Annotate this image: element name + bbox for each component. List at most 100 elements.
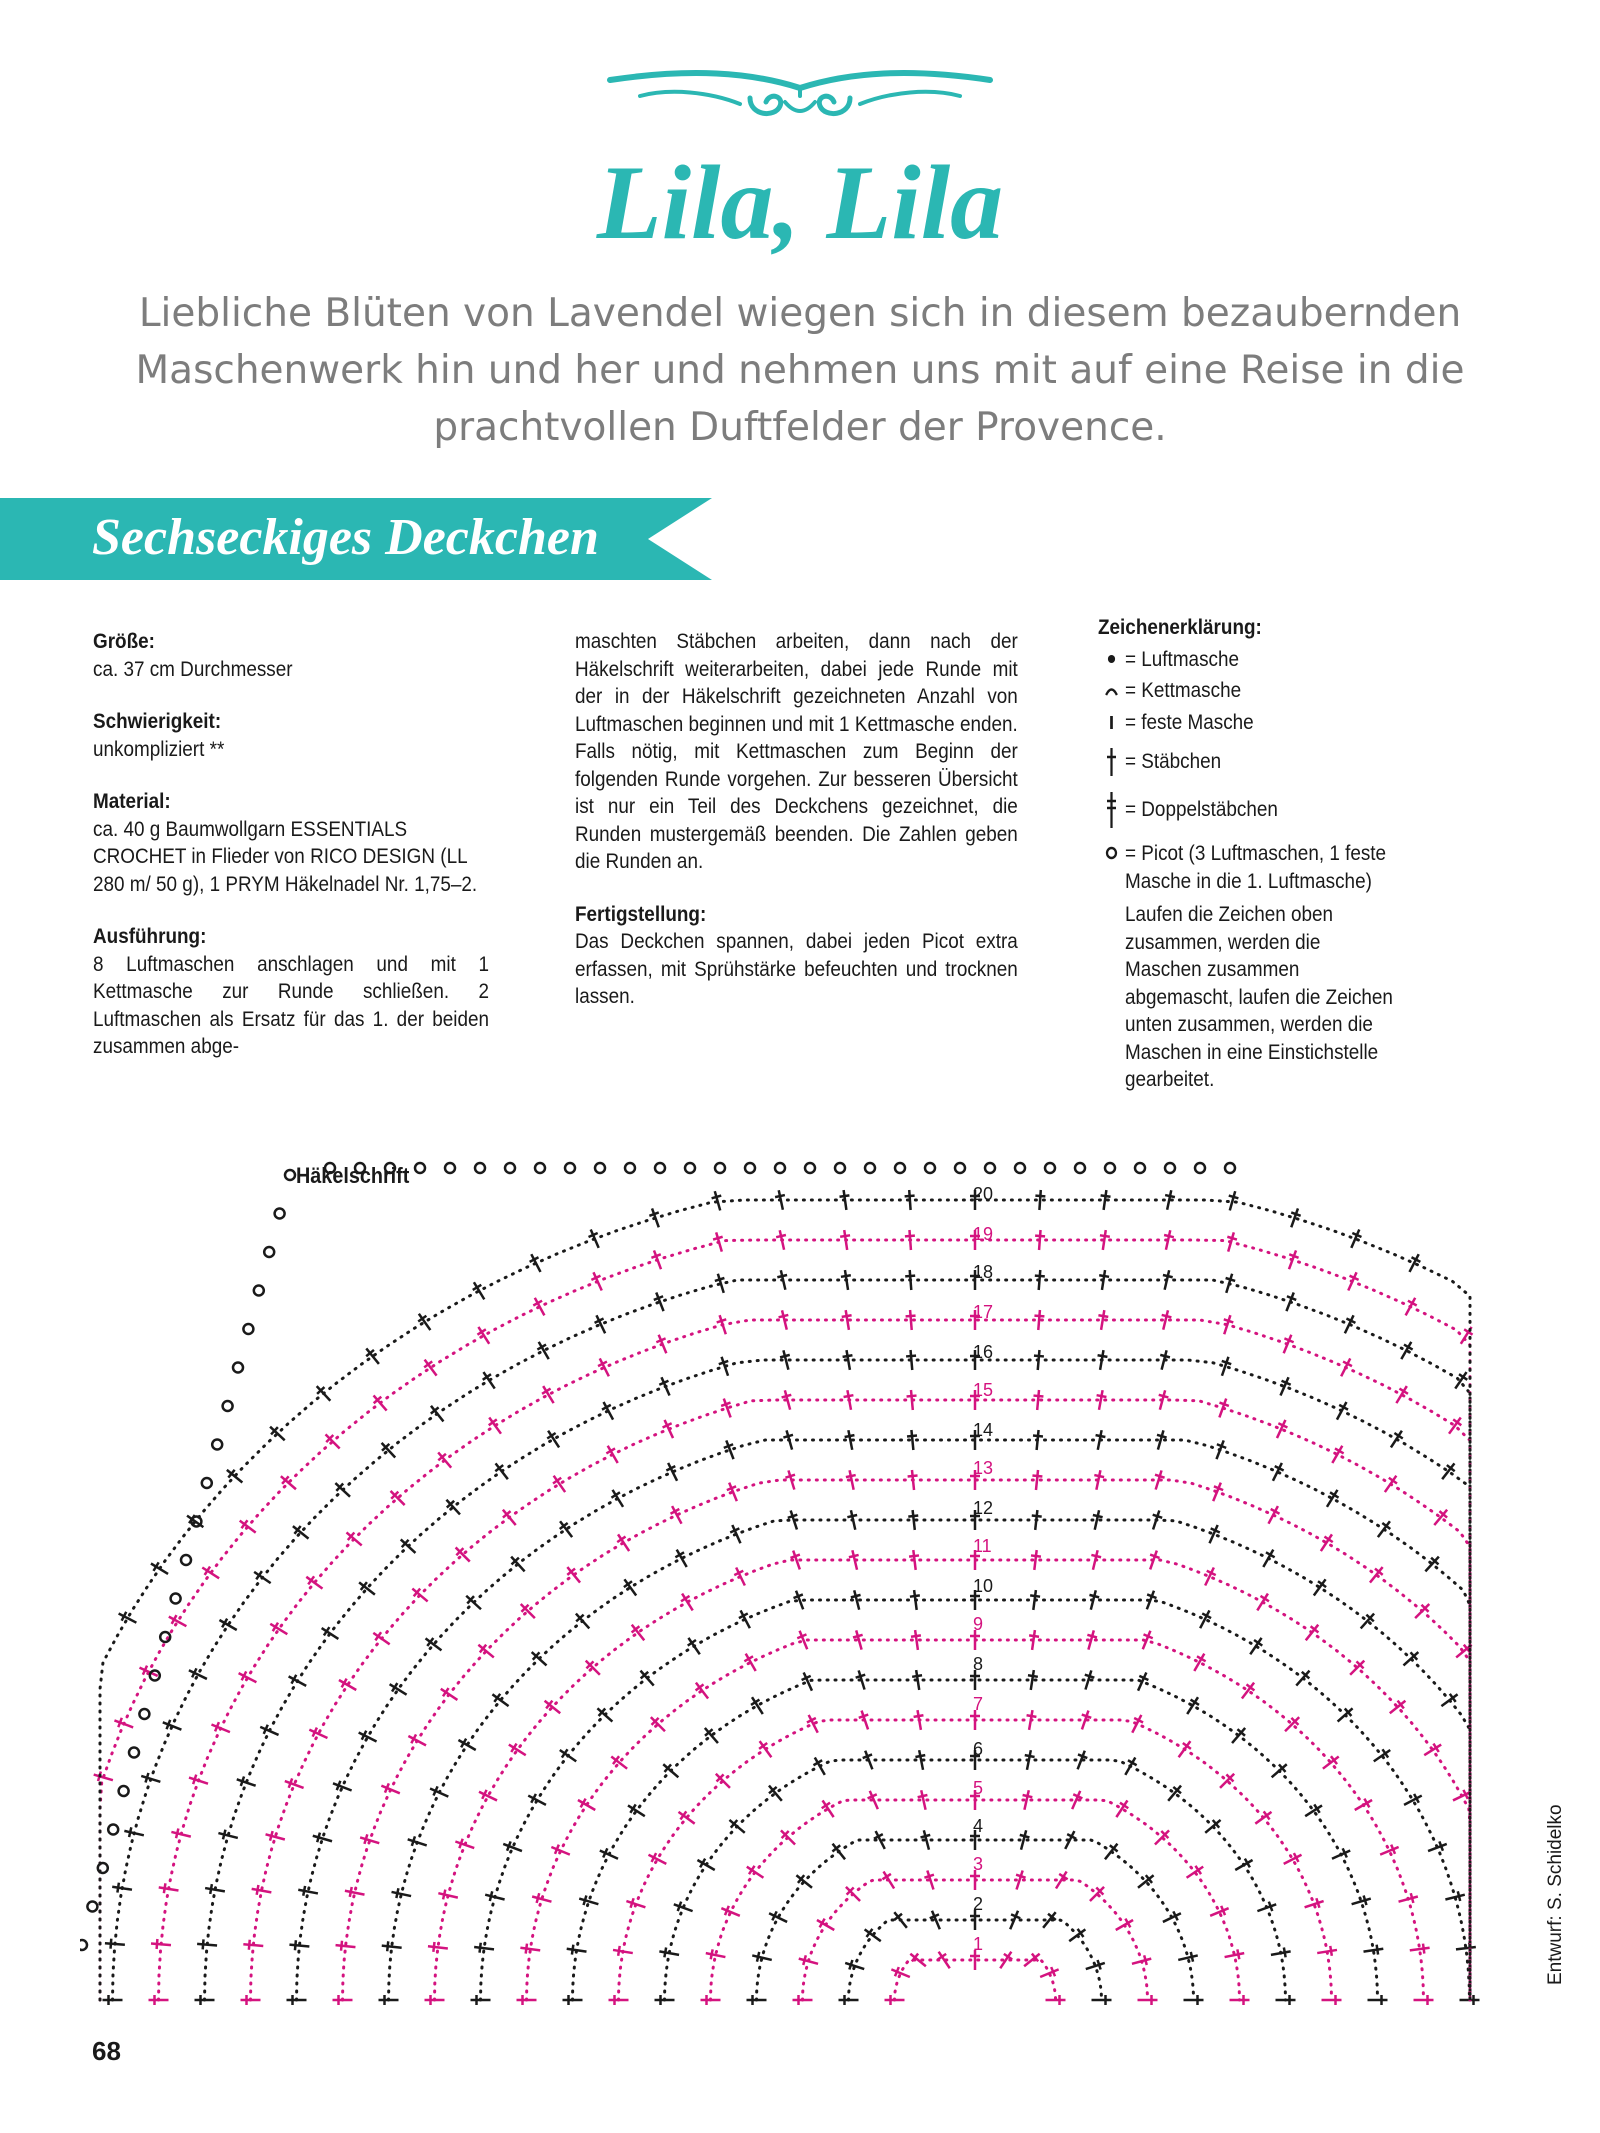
stitch-mark [655,1334,668,1354]
stitch-mark [197,1939,218,1950]
stitch-mark [792,1995,813,2005]
picot-mark [283,1168,297,1182]
stitch-mark [1290,1208,1302,1228]
stitch-mark [478,1789,498,1802]
picot-mark [252,1284,266,1297]
stitch-mark [1350,1229,1362,1249]
stitch-mark [529,1253,542,1273]
stitch-mark [516,1995,537,2005]
stitch-mark [1231,1727,1247,1744]
stitch-mark [1312,1578,1327,1597]
stitch-mark [104,1938,125,1949]
picot-mark [221,1399,234,1413]
stitch-mark [388,1682,408,1696]
round-number: 13 [973,1458,993,1478]
stitch-mark [909,1952,927,1968]
stitch-mark [1409,1943,1430,1954]
picot-mark [383,1161,397,1175]
stitch-mark [650,1249,663,1270]
chart-label: Häkelschrift [296,1163,410,1188]
stitch-mark [171,1828,192,1839]
legend-item-text: = Stäbchen [1125,750,1222,774]
stitch-mark [1256,1592,1270,1612]
stitch-mark [1282,1334,1295,1354]
stitch-mark [399,1538,417,1554]
round-number: 2 [973,1894,983,1914]
stitch-mark [873,1830,886,1850]
stitch-mark [1163,1229,1175,1251]
stitch-mark [494,1462,509,1480]
stitch-mark [1042,1911,1057,1929]
stitch-mark [138,1665,159,1678]
picot-mark [179,1553,193,1567]
stitch-mark [365,1347,380,1365]
instructions-section: Ausführung: 8 Luftmaschen anschlagen und… [93,923,543,1061]
stitch-mark [608,1995,629,2005]
chain-round [157,1318,1472,2002]
picot-mark [1193,1161,1207,1175]
stitch-mark [1226,1232,1238,1252]
instructions-continued: maschten Stäbchen arbeiten, dann nach de… [575,628,1018,876]
bar-icon [1098,713,1125,731]
stitch-mark [1071,1790,1083,1810]
picot-mark [148,1669,162,1682]
stitch-mark [305,1575,324,1590]
stitch-mark [1064,1830,1077,1850]
stitch-mark [845,1469,856,1491]
stitch-mark [1347,1271,1360,1292]
stitch-mark [821,1799,835,1818]
stitch-mark [1204,1566,1217,1587]
stitch-mark [1373,1748,1391,1763]
picot-mark [106,1823,120,1836]
stitch-mark [616,1533,631,1552]
stitch-mark [1395,1385,1409,1404]
stitch-mark [845,1885,861,1902]
stitch-mark [320,1626,340,1641]
stitch-mark [806,1714,819,1734]
stitch-mark [1295,1669,1311,1687]
stitch-mark [601,1401,615,1421]
stitch-mark [1098,1309,1109,1331]
stitch-mark [474,1942,495,1953]
stitch-mark [858,1710,870,1730]
stitch-mark [1029,1589,1041,1611]
stitch-mark [1379,1844,1400,1856]
stitch-mark [1148,1550,1160,1570]
stitch-mark [417,1313,432,1331]
stitch-mark [1015,1870,1026,1890]
stitch-mark [358,1730,378,1743]
material-label: Material: [93,790,171,813]
stitch-mark [658,1376,671,1397]
stitch-mark [911,1669,923,1691]
stitch-mark [559,1748,577,1763]
stitch-mark [842,1349,853,1371]
stitch-mark [1092,1509,1103,1531]
stitch-mark [862,1750,874,1770]
stitch-mark [477,1643,495,1659]
stitch-mark [654,1995,675,2005]
stitch-mark [839,1189,850,1211]
stitch-mark [541,1385,555,1404]
stitch-mark [970,1430,980,1450]
stitch-mark [758,1740,773,1759]
stitch-mark [1262,1549,1276,1568]
stitch-mark [188,1774,209,1785]
picot-mark [1223,1161,1237,1175]
stitch-mark [1452,1789,1472,1802]
stitch-mark [324,1433,341,1450]
section-title: Sechseckiges Deckchen [92,509,599,566]
design-credit-text: Entwurf: S. Schidelko [1545,1804,1566,1985]
stitch-mark [970,1470,980,1490]
stitch-mark [1027,1669,1039,1691]
stitch-mark [437,1451,453,1469]
instructions-column-1: Größe: ca. 37 cm Durchmesser Schwierigke… [93,628,543,1086]
stitch-mark [308,1727,328,1740]
stitch-mark [910,1629,922,1651]
stitch-mark [712,1232,724,1252]
stitch-mark [1096,1389,1107,1411]
stitch-mark [716,1314,727,1335]
stitch-mark [850,1590,861,1610]
stitch-mark [723,1440,735,1460]
stitch-mark [1340,1357,1353,1377]
stitch-mark [1254,1810,1273,1825]
